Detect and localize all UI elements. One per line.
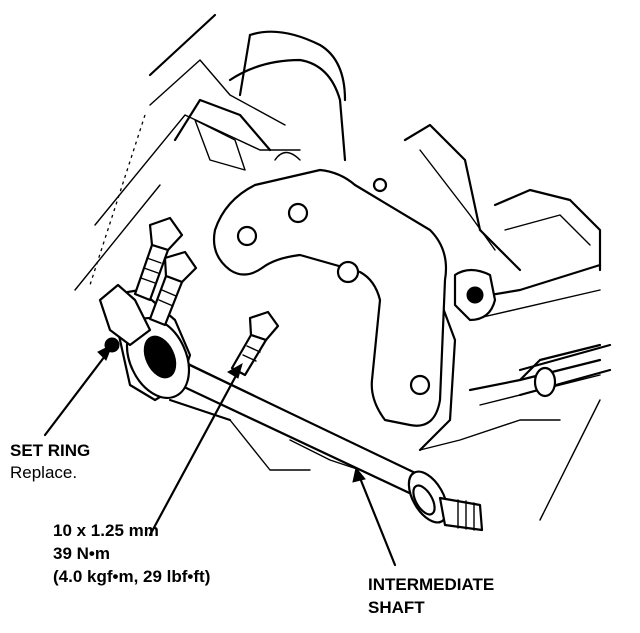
- engine-block-outline: [74, 13, 602, 521]
- bolt-size-label: 10 x 1.25 mm: [53, 521, 159, 540]
- bearing-housing: [98, 283, 192, 402]
- set-ring-note: Replace.: [10, 463, 78, 482]
- leader-arrows: [43, 343, 397, 567]
- bolt-torque-nm: 39 N•m: [53, 544, 110, 563]
- bolt-torque-alt: (4.0 kgf•m, 29 lbf•ft): [53, 567, 211, 586]
- intermediate-shaft: [163, 356, 484, 532]
- mounting-bracket: [212, 151, 448, 427]
- intermediate-shaft-label: INTERMEDIATE: [368, 575, 495, 594]
- set-ring-title: SET RING: [10, 441, 91, 460]
- engine-mount: [453, 268, 612, 398]
- shaft-label: SHAFT: [368, 598, 425, 617]
